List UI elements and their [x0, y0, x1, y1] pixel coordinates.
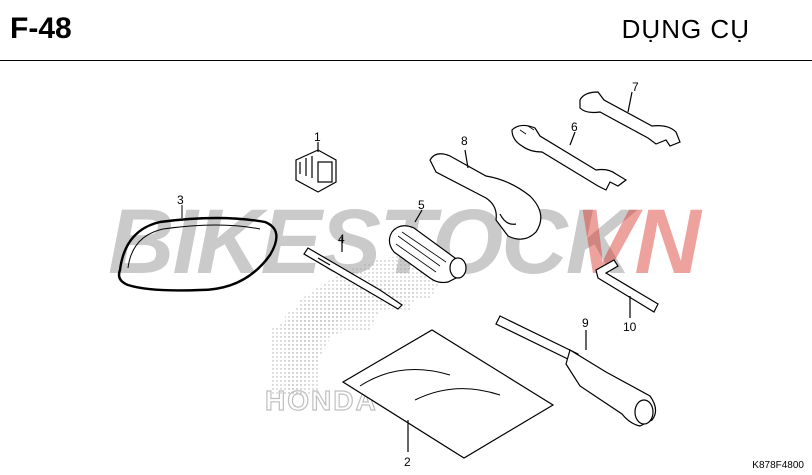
part-6-wrench	[511, 124, 628, 191]
callout-5: 5	[418, 198, 425, 212]
header: F-48 DỤNG CỤ	[0, 0, 812, 60]
callout-1: 1	[314, 130, 321, 144]
figure-title: DỤNG CỤ	[621, 14, 750, 44]
callout-9: 9	[582, 316, 589, 330]
watermark-text-red: VN	[575, 191, 701, 293]
part-9-spark-plug-wrench	[495, 315, 657, 427]
callout-6: 6	[571, 120, 578, 134]
part-1-clip	[295, 142, 337, 193]
callout-8: 8	[461, 134, 468, 148]
part-8-pin-spanner	[429, 149, 542, 240]
part-5-screwdriver-handle	[388, 209, 467, 284]
figure-id: F-48	[10, 12, 72, 45]
part-7-wrench	[579, 91, 681, 147]
part-4-screwdriver-bit	[303, 237, 403, 310]
header-divider	[0, 60, 812, 61]
part-2-tool-bag	[341, 329, 555, 459]
part-10-hex-key	[595, 259, 659, 318]
callout-7: 7	[632, 80, 639, 94]
callout-4: 4	[338, 232, 345, 246]
drawing-code: K878F4800	[752, 460, 804, 471]
part-3-strap	[117, 205, 278, 292]
watermark: BIKESTOCK VN	[0, 190, 812, 300]
callout-10: 10	[623, 320, 637, 334]
callout-3: 3	[177, 193, 184, 207]
honda-wing-logo: HONDA	[264, 255, 450, 417]
callout-2: 2	[404, 455, 411, 469]
